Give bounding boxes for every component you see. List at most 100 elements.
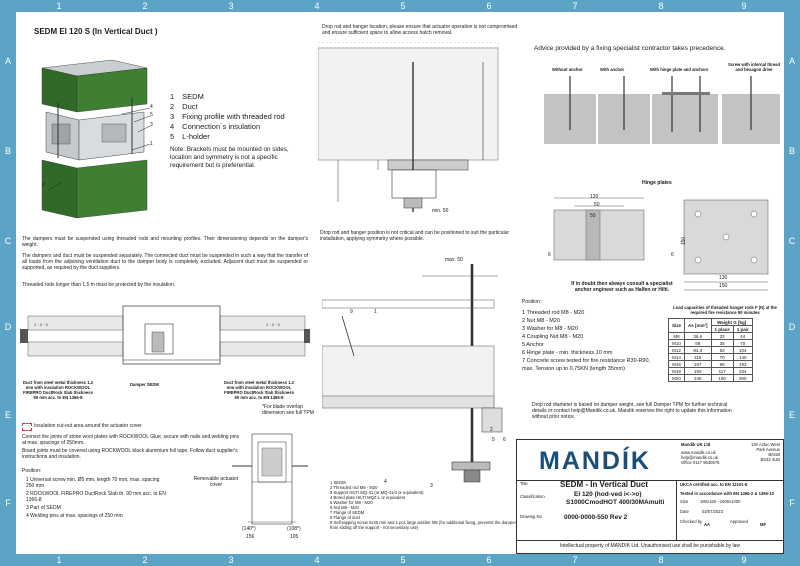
- blade-note: *For blade overlap dimension see full TP…: [262, 404, 314, 416]
- row-letter: B: [788, 146, 795, 156]
- dimension-label: 50: [590, 213, 596, 219]
- callout-number: 1: [150, 141, 153, 147]
- legend-item: 4 Bored plate HILTI MQZ-L or equivalent: [330, 495, 406, 500]
- drawing-number: 0000-0000-550 Rev 2: [564, 514, 628, 521]
- position-title: Position:: [522, 299, 542, 305]
- callout-number: 5: [150, 112, 153, 118]
- field-label: Drawing No: [520, 514, 542, 519]
- hanger-drawing-section: [322, 264, 503, 483]
- position-item: 2 Nut M8 - M20: [522, 318, 560, 324]
- section-title: SEDM EI 120 S (In Vertical Duct ): [34, 27, 158, 36]
- hinge-plates-title: Hinge plates: [642, 180, 672, 186]
- middle-legend: 1 SEDM 2 Threaded rod M8 - M20 3 Support…: [330, 480, 520, 530]
- cutout-note: Insulation cut-out area around the actua…: [34, 423, 142, 429]
- column-number: 5: [400, 1, 406, 11]
- callout-number: 6: [548, 252, 551, 258]
- address-line: Park Avenue: [756, 447, 780, 452]
- contact-line: help@mandik.co.uk: [681, 455, 718, 460]
- contact-line: www.mandik.co.uk: [681, 450, 716, 455]
- paragraph: Threaded rods longer than 1.5 m must be …: [22, 282, 176, 288]
- position-item: 2 ROCKWOOL FIREPRO DuctRock Slab th. 90 …: [26, 491, 166, 503]
- callout-number: 4: [150, 104, 153, 110]
- callout-number: 2: [42, 182, 45, 188]
- anchor-label: Screw with internal thread and hexagon d…: [727, 62, 781, 72]
- dimension-label: 50: [594, 202, 600, 208]
- field-label: Checked by: [680, 519, 703, 524]
- position-item: 7 Concrete screw tested for fire resista…: [522, 358, 651, 372]
- legend-item: 1 SEDM: [330, 480, 346, 485]
- anchor-types-drawing: [544, 76, 780, 144]
- position-list: 1 Universal screw min. Ø5 mm, length 70 …: [26, 477, 166, 519]
- column-number: 9: [741, 1, 747, 11]
- column-number: 8: [658, 1, 664, 11]
- column-number: 2: [142, 1, 148, 11]
- column-number: 2: [142, 555, 148, 565]
- column-number: 1: [56, 1, 62, 11]
- damper-weight-note: Drop rod diameter is based on damper wei…: [532, 402, 732, 420]
- damper-label: Damper SEDM: [130, 382, 159, 387]
- paragraph: The dampers must be suspended using thre…: [22, 236, 308, 248]
- duct-label: Duct from steel metal thickness 1.2 mm w…: [223, 380, 295, 400]
- dimension-label: min. 50: [432, 208, 449, 214]
- position-item: 1 Threaded rod M8 - M20: [522, 310, 585, 316]
- classification-value: EI 120 (hod-ved i<->o): [574, 491, 642, 498]
- test-standard: Tested in accordance with EN 1366-2 & 13…: [680, 491, 774, 496]
- anchor-label: Without anchor: [552, 67, 583, 72]
- row-letter: F: [789, 498, 795, 508]
- paragraph: Board joints must be covered using ROCKW…: [22, 448, 238, 460]
- field-label: Approved: [730, 519, 748, 524]
- callout-number: 4: [384, 479, 387, 485]
- position-item: 3 Part of SEDM: [26, 505, 61, 511]
- column-number: 3: [228, 1, 234, 11]
- dimension-label: 130: [719, 275, 728, 281]
- column-number: 7: [572, 1, 578, 11]
- field-label: Date: [680, 509, 689, 514]
- checked-value: AA: [704, 522, 711, 527]
- callout-number: 2: [490, 427, 493, 433]
- position-title: Position:: [22, 468, 42, 474]
- position-item: 5 Anchor: [522, 342, 544, 348]
- column-number: 4: [314, 1, 320, 11]
- dimension-label: 120: [590, 194, 599, 200]
- vertical-duct-illustration: [41, 59, 151, 219]
- ukca-cert: UKCA certified acc. to EN 12101-8: [680, 482, 748, 487]
- cutout-symbol: [22, 423, 32, 431]
- callout-number: 1: [374, 309, 377, 315]
- title-block: [516, 439, 784, 554]
- classification-value: S1000CmodHOT 400/30MAmulti: [566, 499, 665, 506]
- advice-note: Advice provided by a fixing specialist c…: [534, 45, 726, 52]
- duct-label: Duct from steel metal thickness 1.2 mm w…: [22, 380, 94, 400]
- field-label: Title: [520, 481, 528, 486]
- legend-item: 6 Nut M8 - M20: [330, 505, 359, 510]
- table-header: Weight G [kg]: [710, 318, 753, 326]
- column-number: 6: [486, 1, 492, 11]
- row-letter: F: [5, 498, 11, 508]
- mandik-logo: MANDÍK: [539, 446, 651, 475]
- contact-line: Office 0117 9530576: [681, 460, 720, 465]
- drawing-title: SEDM - In Vertical Duct: [560, 480, 649, 489]
- callout-number: 6: [671, 252, 674, 258]
- dimension-label: max. 50: [445, 257, 463, 263]
- legend-item: 3 Support HILTI MQ-41 (or MQ-41/3 or equ…: [330, 490, 424, 495]
- consult-note: If in doubt then always consult a specia…: [571, 281, 673, 293]
- row-letter: D: [788, 322, 796, 332]
- drop-rod-note: Drop rod and hanger location, please ens…: [322, 24, 518, 36]
- field-label: Classification: [520, 494, 545, 499]
- callout-number: 6: [503, 437, 506, 443]
- divider: [516, 480, 784, 481]
- dimension-label: 150: [681, 236, 688, 246]
- column-number: 1: [56, 555, 62, 565]
- hanger-drawing-top: [318, 42, 499, 212]
- mounting-note: Note: Brackets must be mounted on sides,…: [170, 146, 289, 169]
- row-letter: C: [4, 236, 12, 246]
- row-letter: E: [4, 410, 11, 420]
- dimension-label: 105: [290, 534, 299, 540]
- date-value: 03/07/2023: [702, 509, 723, 514]
